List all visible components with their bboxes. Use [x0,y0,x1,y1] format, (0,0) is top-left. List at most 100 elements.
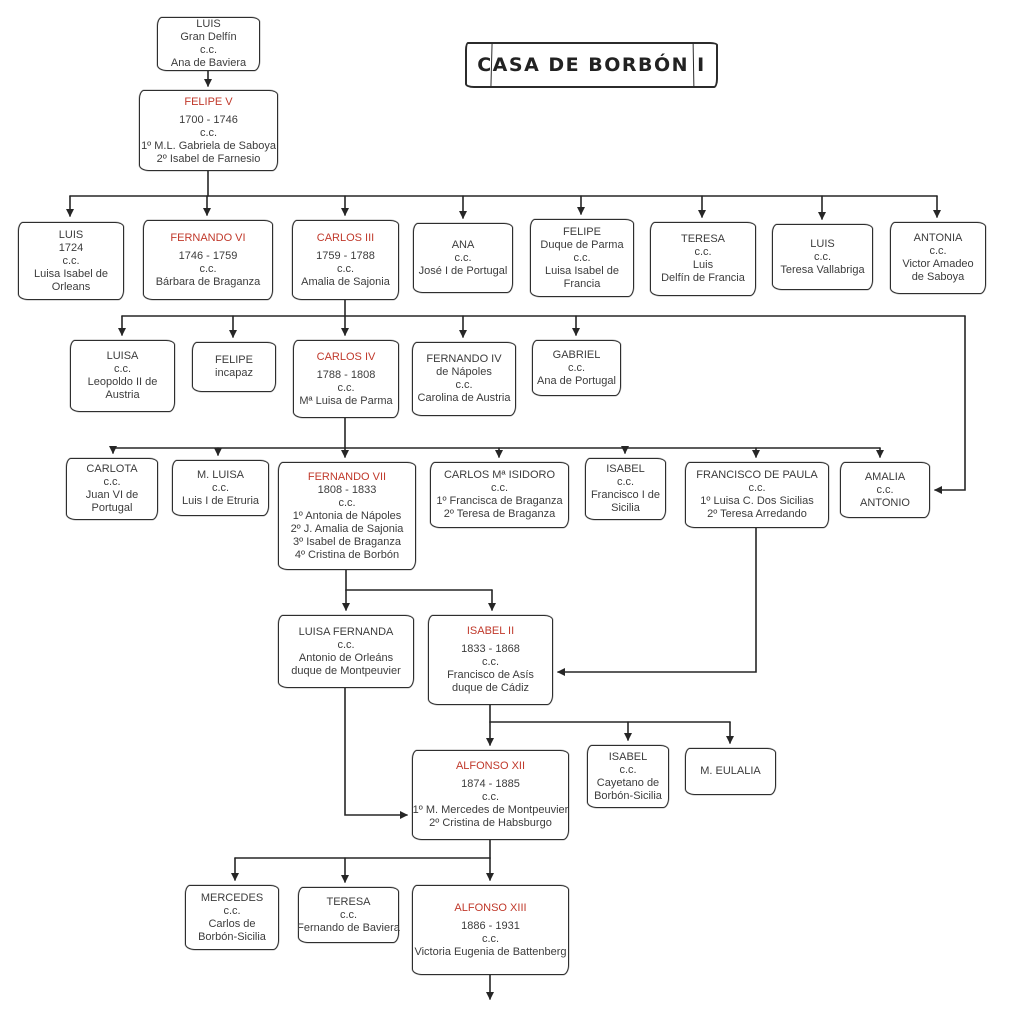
person-detail: c.c. [337,381,355,394]
person-detail: Victoria Eugenia de Battenberg [414,945,567,958]
person-name: AMALIA [864,470,906,483]
person-detail: c.c. [573,251,591,264]
person-detail: 1º M.L. Gabriela de Saboya [141,139,276,152]
person-detail: Mª Luisa de Parma [299,394,393,407]
person-detail: Ana de Baviera [170,57,247,69]
person-name: ALFONSO XII [455,760,526,772]
person-detail: c.c. [336,262,355,275]
person-detail: c.c. [211,481,230,494]
person-name: LUISA FERNANDA [298,625,394,638]
person-name: M. LUISA [196,468,245,481]
edge-antonio-to-amalia [934,315,966,494]
person-name: CARLOS Mª ISIDORO [443,469,556,481]
person-detail: ANTONIO [860,496,910,509]
person-detail: Luis [692,259,714,271]
person-detail: 1886 - 1931 [461,919,520,932]
person-name: M. EULALIA [700,765,761,777]
person-name: LUIS [196,18,221,30]
person-detail: Fernando de Baviera [297,921,400,934]
person-detail: c.c. [748,482,766,494]
person-name: CARLOTA [86,463,138,475]
person-detail: Borbón-Sicilia [198,930,266,943]
person-detail: Luisa Isabel de [545,264,619,277]
person-detail: Sicilia [611,502,640,514]
person-detail: 2º Teresa de Braganza [443,508,556,520]
person-detail: 1700 - 1746 [179,113,238,126]
person-detail: c.c. [338,496,356,509]
person-detail: Antonio de Orleáns [298,651,394,664]
person-detail: Francisco I de [590,489,661,501]
person-name: FELIPE V [184,95,233,108]
person-detail: José I de Portugal [418,264,508,277]
person-detail: 1788 - 1808 [316,368,376,381]
person-detail: c.c. [929,245,947,257]
person-name: ISABEL [608,750,648,763]
person-detail: Luisa Isabel de [34,267,108,280]
edge-franciscodepaula-to-isabelii [557,527,757,676]
person-detail: c.c. [339,908,358,921]
person-name: ISABEL [606,463,645,475]
person-detail: Victor Amadeo [902,258,974,270]
page-title: CASA DE BORBÓN I [477,54,706,76]
person-detail: Duque de Parma [540,238,624,251]
person-detail: Orleans [51,280,91,293]
person-detail: c.c. [813,250,832,263]
person-box-m-eulalia: M. EULALIA [685,748,776,795]
person-detail: c.c. [481,932,500,945]
person-detail: 3º Isabel de Braganza [293,535,401,548]
person-name: FERNANDO IV [426,353,502,365]
person-detail: 1724 [58,241,84,254]
person-name: FERNANDO VI [170,231,246,244]
person-detail: c.c. [454,251,472,264]
person-detail: Teresa Vallabriga [780,263,865,276]
person-detail: 1º Luisa C. Dos Sicilias [700,495,814,507]
chart-title-plaque: CASA DE BORBÓN I [465,42,718,88]
person-name: LUIS [58,228,84,241]
person-detail: 2º Isabel de Farnesio [156,152,261,165]
person-detail: incapaz [215,367,253,379]
person-name: TERESA [326,895,371,908]
person-detail: c.c. [103,476,121,488]
person-detail: c.c. [223,904,241,917]
person-detail: Delfín de Francia [661,272,745,284]
person-name: TERESA [680,233,725,245]
person-name: ISABEL II [466,625,515,637]
person-detail: duque de Montpeuvier [291,664,401,677]
person-name: ANTONIA [913,232,963,244]
person-name: MERCEDES [200,891,264,904]
person-name: FRANCISCO DE PAULA [696,469,818,481]
edge-carlosiv-to-children [109,417,884,458]
edge-luisafernanda-to-alfonsoxii [344,687,408,819]
person-detail: 1746 - 1759 [178,249,238,262]
person-detail: 4º Cristina de Borbón [294,548,400,561]
person-detail: c.c. [481,791,500,803]
person-detail: 1833 - 1868 [461,643,520,655]
person-detail: duque de Cádiz [451,682,530,694]
person-detail: c.c. [490,482,509,494]
person-detail: Luis I de Etruria [181,494,260,507]
person-detail: Carlos de [208,917,256,930]
edge-isabelii-to-children [486,704,734,746]
person-name: CARLOS IV [316,350,376,363]
person-detail: 1º Francisca de Braganza [436,495,563,507]
person-name: GABRIEL [552,348,601,361]
person-detail: c.c. [199,126,218,139]
